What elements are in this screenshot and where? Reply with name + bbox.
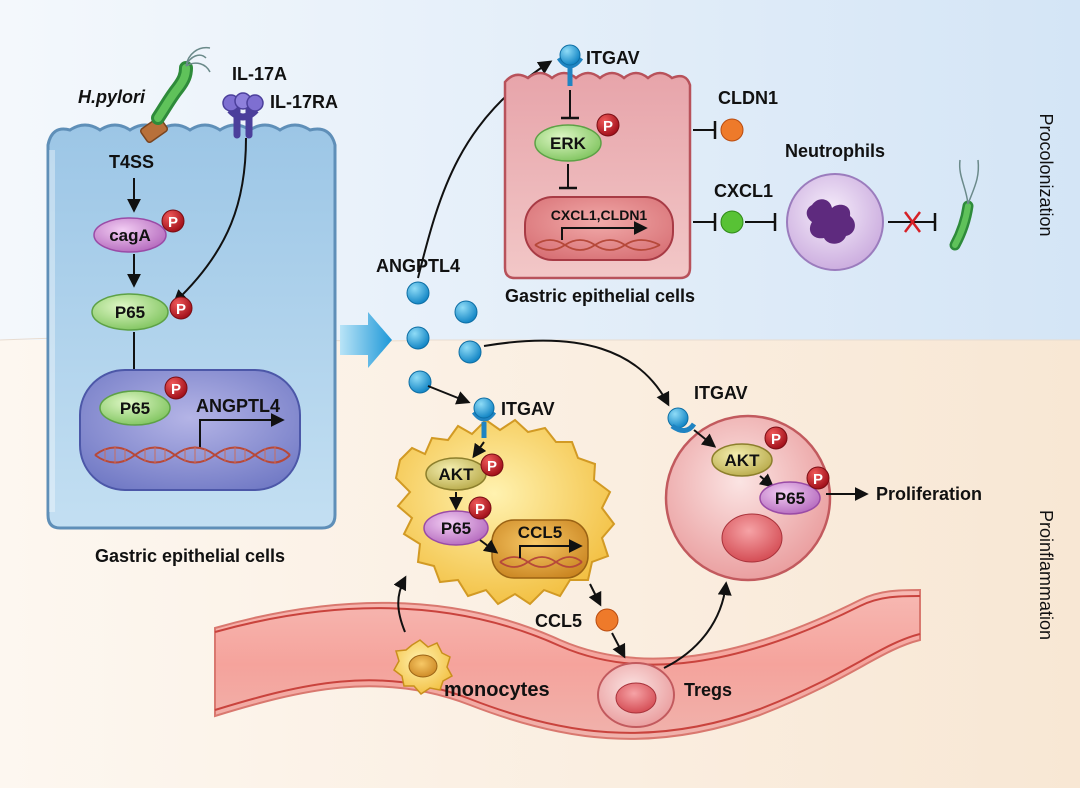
treg-akt-node: AKT P bbox=[711, 426, 788, 477]
angptl4-gene-label: ANGPTL4 bbox=[196, 396, 280, 416]
svg-text:P65: P65 bbox=[441, 519, 471, 538]
caga-node: cagA P bbox=[93, 209, 185, 253]
proliferation-label: Proliferation bbox=[876, 484, 982, 504]
h-pylori-bacterium-icon bbox=[140, 46, 211, 144]
svg-text:P: P bbox=[487, 458, 497, 475]
svg-text:AKT: AKT bbox=[725, 451, 761, 470]
svg-text:P65: P65 bbox=[115, 303, 145, 322]
svg-text:P: P bbox=[771, 431, 781, 448]
blood-vessel bbox=[214, 588, 921, 740]
neutrophil-cell-icon bbox=[786, 173, 884, 271]
svg-text:P: P bbox=[475, 501, 485, 518]
svg-text:P: P bbox=[168, 214, 178, 231]
monocyte-cell-icon bbox=[393, 639, 454, 695]
svg-text:P: P bbox=[176, 301, 186, 318]
treg-cell bbox=[664, 414, 832, 582]
treg-cell-small-icon bbox=[597, 662, 675, 728]
svg-text:cagA: cagA bbox=[109, 226, 151, 245]
treg-itgav-receptor-icon bbox=[667, 407, 697, 433]
ccl5-gene-label: CCL5 bbox=[518, 523, 562, 542]
monocytes-label: monocytes bbox=[444, 679, 550, 701]
ccl5-molecule-icon bbox=[595, 608, 619, 632]
p65-nucleus-label: P65 bbox=[120, 399, 150, 418]
svg-text:AKT: AKT bbox=[439, 465, 475, 484]
cxcl1-label: CXCL1 bbox=[714, 181, 773, 201]
cldn1-label: CLDN1 bbox=[718, 88, 778, 108]
top-itgav-label: ITGAV bbox=[586, 48, 640, 68]
cldn1-molecule-icon bbox=[720, 118, 744, 142]
treg-itgav-label: ITGAV bbox=[694, 383, 748, 403]
macrophage-p65-node: P65 P bbox=[423, 496, 492, 546]
cxcl1-cldn1-gene-label: CXCL1,CLDN1 bbox=[551, 207, 648, 223]
svg-text:P: P bbox=[171, 381, 181, 398]
secretion-arrow-icon bbox=[340, 312, 392, 368]
treg-p65-node: P65 P bbox=[759, 466, 830, 515]
left-cell-caption: Gastric epithelial cells bbox=[95, 546, 285, 566]
procolonization-label: Procolonization bbox=[1036, 113, 1056, 236]
macrophage-itgav-receptor-icon bbox=[471, 397, 497, 438]
svg-text:P: P bbox=[813, 471, 823, 488]
tregs-label: Tregs bbox=[684, 680, 732, 700]
proinflammation-label: Proinflammation bbox=[1036, 510, 1056, 640]
il-17a-label: IL-17A bbox=[232, 64, 287, 84]
h-pylori-label: H.pylori bbox=[78, 87, 146, 107]
t4ss-label: T4SS bbox=[109, 152, 154, 172]
cxcl1-molecule-icon bbox=[720, 210, 744, 234]
neutrophils-label: Neutrophils bbox=[785, 141, 885, 161]
h-pylori-small-icon bbox=[949, 159, 980, 251]
ccl5-secreted-label: CCL5 bbox=[535, 611, 582, 631]
svg-text:ERK: ERK bbox=[550, 134, 587, 153]
left-nucleus: P65 P ANGPTL4 bbox=[79, 369, 301, 491]
macrophage-itgav-label: ITGAV bbox=[501, 399, 555, 419]
itgav-receptor-icon bbox=[556, 44, 584, 86]
erk-node: ERK P bbox=[534, 113, 620, 162]
svg-text:P65: P65 bbox=[775, 489, 805, 508]
macrophage-akt-node: AKT P bbox=[425, 453, 504, 491]
angptl4-molecules bbox=[406, 281, 482, 394]
top-nucleus: CXCL1,CLDN1 bbox=[524, 196, 674, 261]
blocked-cross-icon bbox=[904, 211, 921, 233]
svg-text:P: P bbox=[603, 118, 613, 135]
top-cell-caption: Gastric epithelial cells bbox=[505, 286, 695, 306]
angptl4-secreted-label: ANGPTL4 bbox=[376, 256, 460, 276]
p65-cytoplasm-node: P65 P bbox=[91, 293, 193, 331]
il-17ra-label: IL-17RA bbox=[270, 92, 338, 112]
il-17ra-receptor-icon bbox=[222, 92, 264, 139]
